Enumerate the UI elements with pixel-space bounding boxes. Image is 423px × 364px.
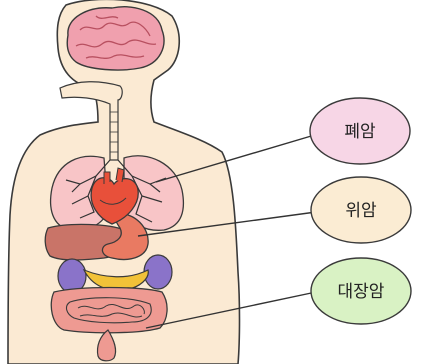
brain — [67, 7, 164, 70]
heart-vessel — [104, 172, 110, 184]
stomach-cancer-label: 위암 — [345, 201, 377, 221]
lung-cancer-label: 폐암 — [344, 122, 376, 142]
brain-shape — [67, 7, 164, 70]
colon-cancer-label: 대장암 — [338, 282, 385, 302]
small-intestine — [67, 298, 152, 323]
stomach-cancer-callout: 위암 — [311, 177, 411, 243]
heart-vessel — [116, 168, 124, 182]
colon-cancer-callout: 대장암 — [311, 258, 411, 324]
lung-cancer-callout: 폐암 — [310, 98, 410, 164]
